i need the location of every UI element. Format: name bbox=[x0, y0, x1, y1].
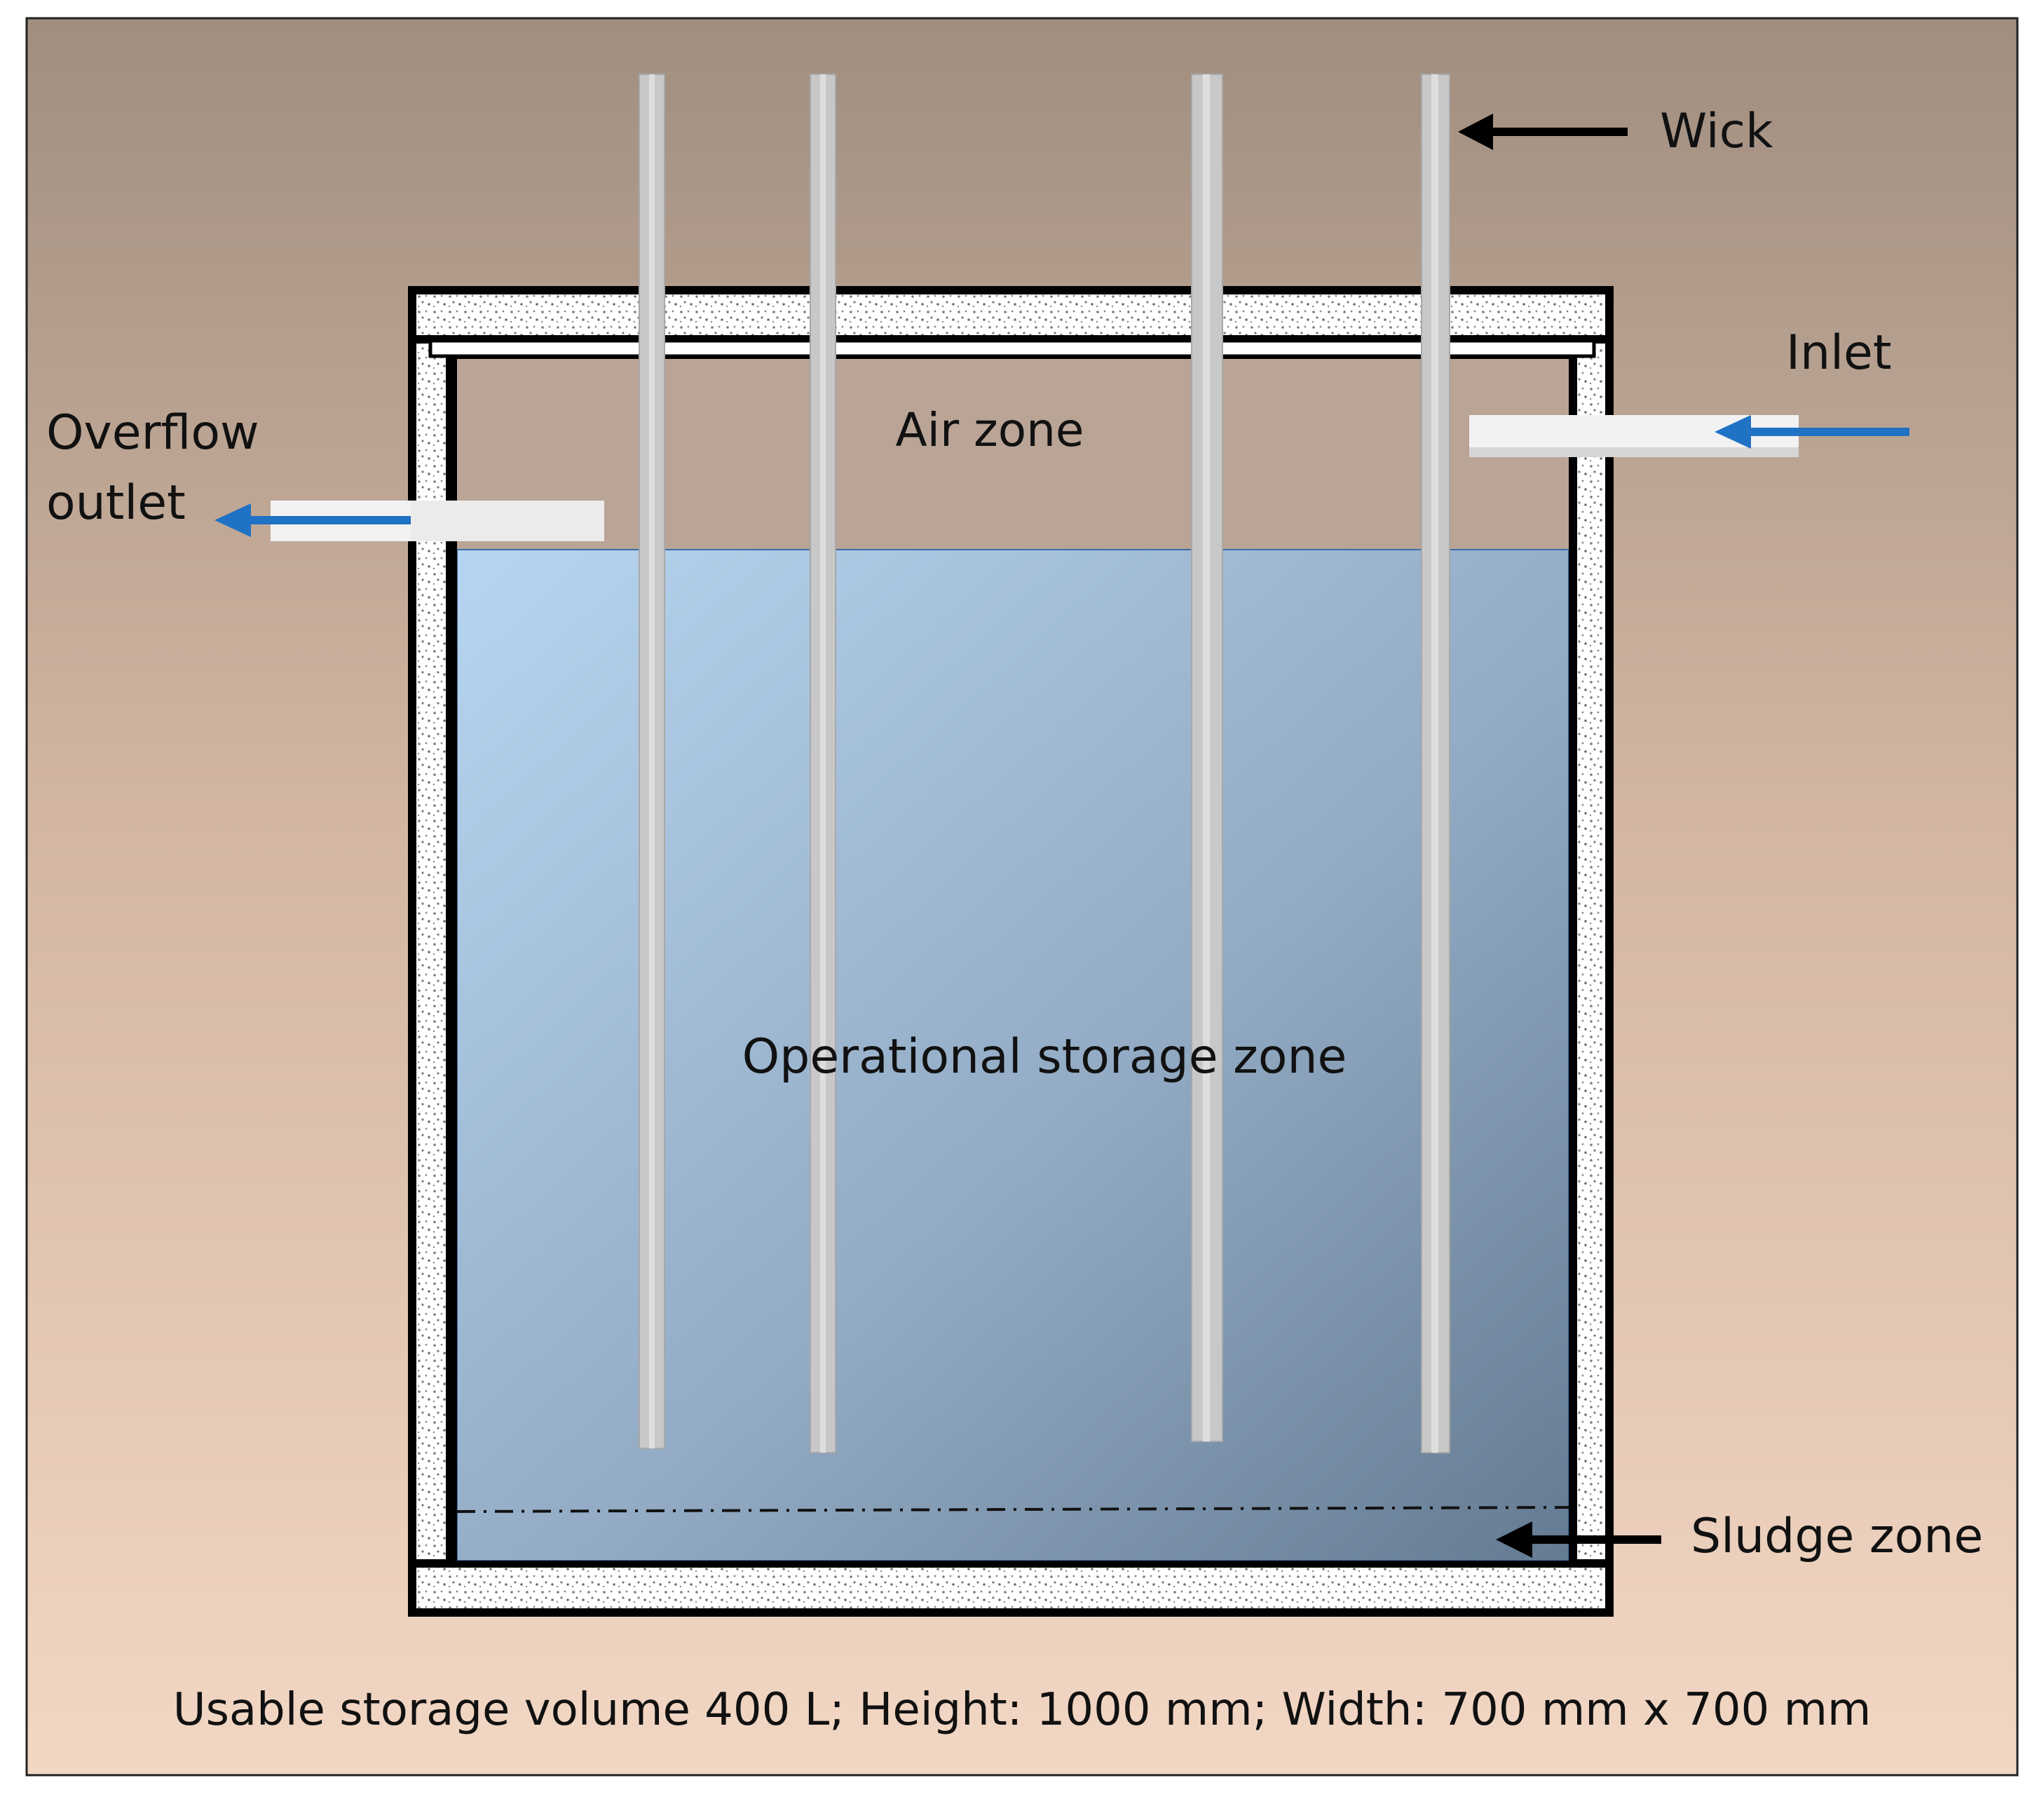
overflow-arrow-icon bbox=[214, 503, 251, 537]
tank-lid bbox=[428, 339, 1596, 358]
inner-wall-left bbox=[449, 359, 457, 1563]
wick-pointer bbox=[1458, 114, 1628, 150]
overflow-pipe-shade bbox=[411, 501, 604, 541]
overflow-label-line2: outlet bbox=[46, 475, 186, 531]
inner-wall-right bbox=[1569, 359, 1577, 1563]
top-insulation bbox=[416, 294, 1605, 335]
caption: Usable storage volume 400 L; Height: 100… bbox=[173, 1684, 1872, 1736]
operational-zone-label: Operational storage zone bbox=[742, 1029, 1347, 1085]
sludge-zone-label: Sludge zone bbox=[1691, 1509, 1983, 1564]
sludge-pointer bbox=[1496, 1521, 1661, 1558]
overflow-assembly bbox=[214, 501, 604, 541]
wick-pointer-arrow-icon bbox=[1458, 114, 1493, 150]
inlet-label: Inlet bbox=[1786, 325, 1892, 381]
inlet-assembly bbox=[1469, 415, 1909, 457]
right-insulation bbox=[1577, 344, 1605, 1559]
left-insulation bbox=[416, 344, 446, 1559]
sludge-boundary-line bbox=[456, 1506, 1569, 1513]
inlet-pipe-shade bbox=[1469, 447, 1799, 457]
overflow-label-line1: Overflow bbox=[46, 405, 259, 461]
air-zone-label: Air zone bbox=[895, 403, 1084, 457]
wick-label: Wick bbox=[1660, 104, 1773, 159]
inlet-arrow-icon bbox=[1715, 415, 1751, 449]
inner-wall-bottom bbox=[449, 1561, 1577, 1568]
sludge-pointer-arrow-icon bbox=[1496, 1521, 1532, 1558]
wicks bbox=[639, 74, 1450, 1453]
bottom-insulation bbox=[416, 1568, 1605, 1608]
